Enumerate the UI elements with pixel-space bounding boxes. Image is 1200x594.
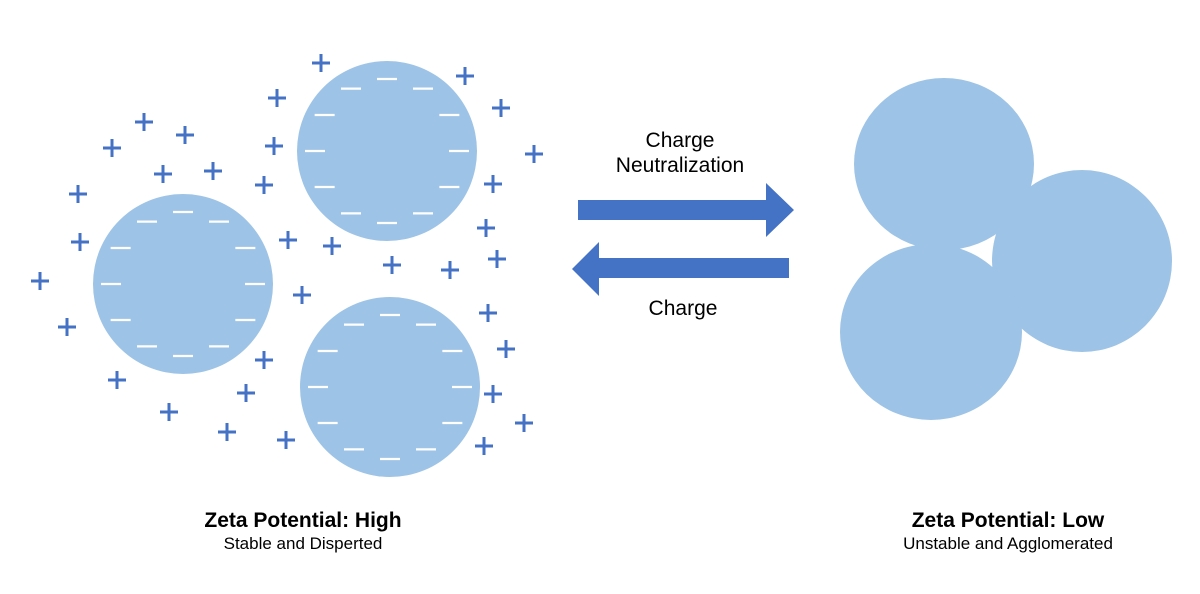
charged-particle <box>297 61 477 241</box>
positive-charge-mark <box>103 139 121 157</box>
right-caption-title: Zeta Potential: Low <box>911 509 1105 532</box>
positive-charge-mark <box>71 233 89 251</box>
positive-charge-mark <box>488 250 506 268</box>
positive-ions <box>31 54 543 455</box>
positive-charge-mark <box>160 403 178 421</box>
agglomerated-particle <box>854 78 1034 250</box>
positive-charge-mark <box>268 89 286 107</box>
positive-charge-mark <box>69 185 87 203</box>
positive-charge-mark <box>475 437 493 455</box>
particle-body <box>300 297 480 477</box>
left-caption: Zeta Potential: High Stable and Disperte… <box>153 508 453 555</box>
positive-charge-mark <box>293 286 311 304</box>
positive-charge-mark <box>312 54 330 72</box>
reverse-arrow <box>572 242 789 296</box>
forward-label-line2: Neutralization <box>615 154 745 177</box>
positive-charge-mark <box>277 431 295 449</box>
positive-charge-mark <box>154 165 172 183</box>
particle-body <box>297 61 477 241</box>
positive-charge-mark <box>456 67 474 85</box>
left-caption-title: Zeta Potential: High <box>204 509 402 532</box>
forward-arrow <box>578 183 794 237</box>
positive-charge-mark <box>383 256 401 274</box>
positive-charge-mark <box>237 384 255 402</box>
positive-charge-mark <box>176 126 194 144</box>
positive-charge-mark <box>255 351 273 369</box>
positive-charge-mark <box>135 113 153 131</box>
positive-charge-mark <box>484 175 502 193</box>
positive-charge-mark <box>479 304 497 322</box>
positive-charge-mark <box>323 237 341 255</box>
right-caption-subtitle: Unstable and Agglomerated <box>903 534 1113 553</box>
agglomerated-particle <box>992 170 1172 352</box>
dispersed-particles <box>93 61 480 477</box>
positive-charge-mark <box>497 340 515 358</box>
agglomerated-particles <box>840 78 1172 420</box>
right-caption: Zeta Potential: Low Unstable and Agglome… <box>858 508 1158 555</box>
positive-charge-mark <box>265 137 283 155</box>
positive-charge-mark <box>492 99 510 117</box>
positive-charge-mark <box>515 414 533 432</box>
positive-charge-mark <box>108 371 126 389</box>
positive-charge-mark <box>441 261 459 279</box>
positive-charge-mark <box>525 145 543 163</box>
reverse-arrow-label: Charge <box>648 297 718 320</box>
charged-particle <box>93 194 273 374</box>
forward-label-line1: Charge <box>645 129 715 152</box>
positive-charge-mark <box>204 162 222 180</box>
positive-charge-mark <box>255 176 273 194</box>
forward-arrow-label: Charge Neutralization <box>580 128 780 178</box>
charged-particle <box>300 297 480 477</box>
positive-charge-mark <box>484 385 502 403</box>
positive-charge-mark <box>477 219 495 237</box>
positive-charge-mark <box>218 423 236 441</box>
positive-charge-mark <box>31 272 49 290</box>
left-caption-subtitle: Stable and Disperted <box>223 534 383 553</box>
particle-body <box>93 194 273 374</box>
positive-charge-mark <box>58 318 76 336</box>
positive-charge-mark <box>279 231 297 249</box>
agglomerated-particle <box>840 244 1022 420</box>
